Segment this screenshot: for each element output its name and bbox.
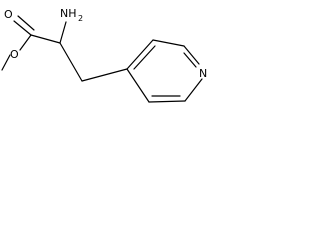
ring-bond-c5-c4 (126, 68, 150, 103)
ring-nitrogen-label: N (199, 67, 207, 80)
ester-oxygen-label: O (10, 48, 19, 61)
ring-inner-double-bond-1 (133, 45, 156, 70)
carbonyl-oxygen-label: O (4, 8, 13, 21)
ring-inner-double-bond-2 (183, 52, 197, 68)
ring-bond-c4-c3 (126, 39, 154, 70)
amine-subscript-label: 2 (78, 14, 83, 23)
ring-bond-n1-c6 (184, 78, 203, 102)
bond-layer (1, 15, 203, 103)
bond-alpha-c-to-amine (59, 21, 67, 44)
bond-beta-c-to-ring (81, 68, 128, 82)
molecule-structure: O O NH 2 N (1, 7, 207, 103)
bond-carbonyl-c-to-ester-o (19, 34, 32, 51)
atom-label-layer: O O NH 2 N (4, 7, 207, 80)
bond-ester-o-to-methyl (1, 54, 11, 71)
ring-bond-c3-c2 (152, 39, 185, 47)
bond-carbonyl-c-to-o (13, 20, 32, 36)
bond-carbonyl-c-to-alpha-c (30, 34, 61, 44)
ring-bond-c2-n1 (183, 45, 200, 65)
amine-label: NH (60, 7, 77, 20)
bond-alpha-c-to-beta-c (59, 42, 83, 82)
bond-carbonyl-double-line (17, 15, 35, 31)
ring-bond-c6-c5 (148, 100, 186, 103)
